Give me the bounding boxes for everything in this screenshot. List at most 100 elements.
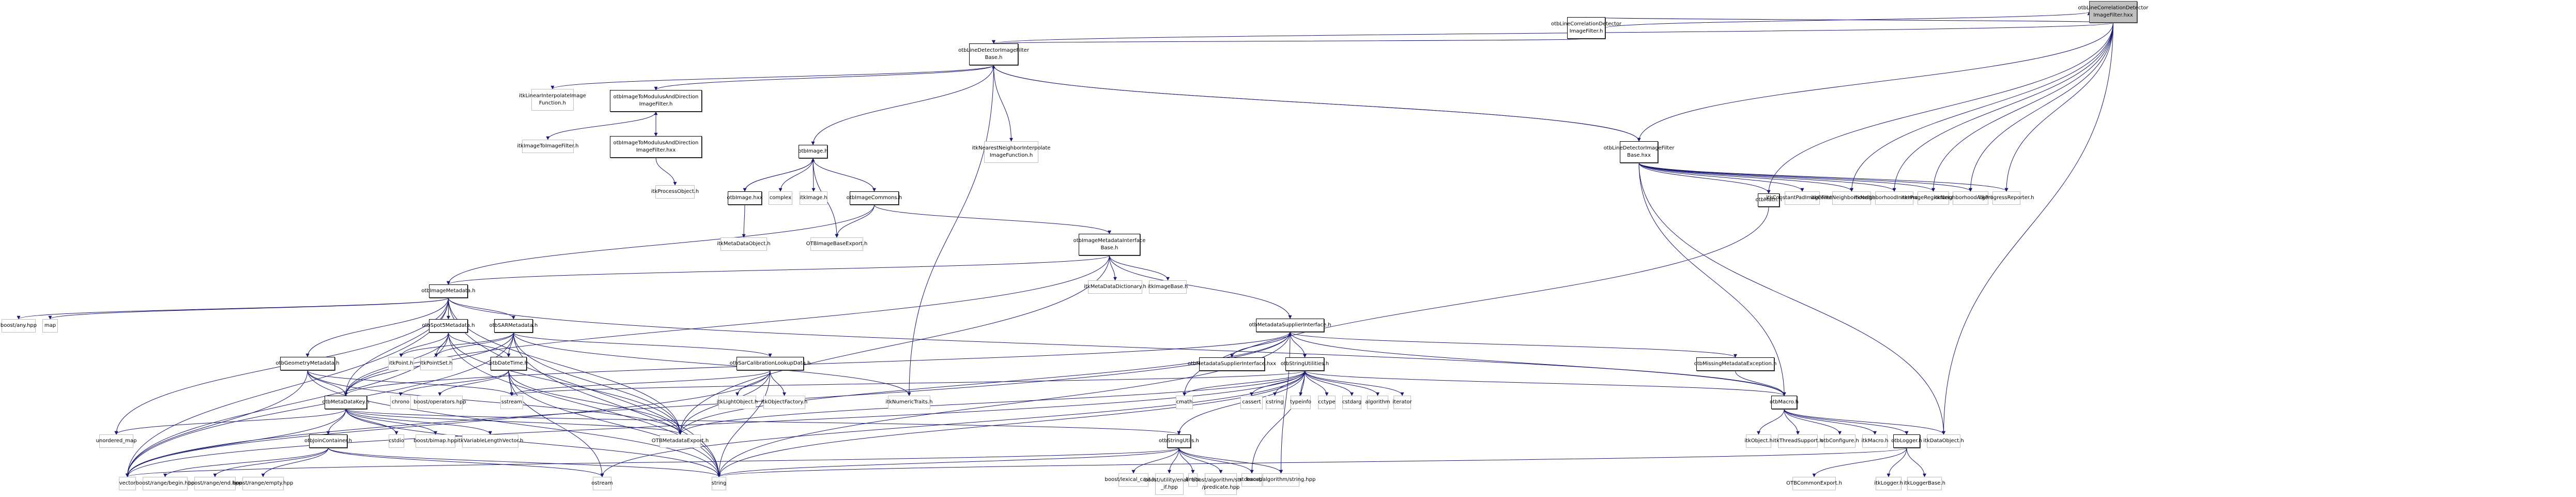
edge-dateTime-to-OTBMetaExp [508,370,682,435]
graph-node-otbmetadatasupplierinterface-hxx[interactable]: otbMetadataSupplierInterface.hxx [1188,357,1276,371]
edge-sar-to-itkPoint [399,332,514,357]
graph-node-itkloggerbase-h: itkLoggerBase.h [1904,477,1945,490]
edge-ldb_h-to-itkNNInterp [993,65,1013,142]
graph-node-boost-algorithm-string-predicate-hpp: boost/algorithm/string /predicate.hpp [1192,473,1250,495]
graph-node-otbimage-h[interactable]: otbImage.h [798,145,828,158]
edge-ldb_hxx-to-itkDataObj [1638,162,1945,435]
edge-strUtils-to-vector [126,447,1179,477]
graph-node-itkdataobject-h: itkDataObject.h [1923,434,1964,448]
graph-node-otbgeometrymetadata-h[interactable]: otbGeometryMetadata.h [275,357,340,370]
edge-root-to-ldb_hxx [1637,22,2113,142]
graph-node-limits: limits [1186,473,1200,487]
graph-node-itkpointset-h: itkPointSet.h [420,357,453,370]
edge-ldb_hxx-to-itkPR [1638,162,2008,192]
edge-otbMacro-to-otbConfig [1784,409,1842,435]
graph-node-otbimagemetadata-h[interactable]: otbImageMetadata.h [421,284,476,298]
graph-node-otbspot5metadata-h[interactable]: otbSpot5Metadata.h [422,319,475,333]
graph-node-cctype: cctype [1318,396,1336,409]
graph-node-vector: vector [119,477,136,490]
edge-strUtil-to-otbMacro [1305,370,1786,396]
graph-node-otbmetadatakey-h[interactable]: otbMetaDataKey.h [322,396,370,409]
graph-node-otbimagecommons-h[interactable]: otbImageCommons.h [847,191,902,205]
edge-otbMacro-to-itkThread [1784,409,1800,435]
edge-root-to-otbMath [1767,22,2113,194]
graph-node-cstring: cstring [1266,396,1284,409]
edge-itmd_h-to-itkI2I [546,111,656,140]
edge-mdsi-to-boostAlgStr [1279,332,1291,474]
graph-node-otbstringutils-h[interactable]: otbStringUtils.h [1159,434,1199,448]
graph-node-sstream: sstream [500,396,523,409]
graph-node-boost-utility-enable-if-hpp: boost/utility/enable _if.hpp [1144,473,1194,495]
edge-ldb_hxx-to-itkConstPad [1638,162,1804,192]
edge-lcd_h-to-root [1605,11,2091,28]
graph-node-itkneighborhoodinnerproduct-h: itkNeighborhoodInnerProduct.h [1854,191,1935,205]
edge-otbLogger-to-itkLoggerBase [1906,447,1926,477]
graph-node-otblinecorrelationdetectorimagefilter-h[interactable]: otbLineCorrelationDetector ImageFilter.h [1551,17,1621,39]
edge-strUtil-to-cstdarg [1305,370,1354,396]
graph-node-itkvariablelengthvector-h: itkVariableLengthVector.h [457,434,523,448]
graph-node-itkconstantpadimagefilter-h: itkConstantPadImageFilter.h [1766,191,1838,205]
graph-node-otbdatetime-h[interactable]: otbDateTime.h [489,357,528,370]
edge-lcd_h-to-ldb_h [992,38,1587,44]
edge-sar-to-sarCal [513,332,772,357]
edge-joinCont-to-brEmpty [261,447,329,477]
edge-mdKey-to-vector [126,409,346,477]
edge-otbLogger-to-otbCommonExp [1812,447,1907,477]
edge-ldb_h-to-itmd_h [654,65,994,91]
edge-sar-to-itkNumTr [513,332,911,396]
graph-node-complex: complex [769,191,792,205]
edge-strUtil-to-sstream [510,370,1305,396]
graph-node-otbimagebaseexport-h: OTBImageBaseExport.h [806,237,867,251]
graph-node-otbimagemetadatainterfacebase-h[interactable]: otbImageMetadataInterface Base.h [1074,234,1145,255]
graph-node-otbimage-hxx[interactable]: otbImage.hxx [727,191,763,205]
graph-node-otblogger-h[interactable]: otbLogger.h [1891,434,1922,448]
graph-node-otblinedetectorimagefilterbase-hxx[interactable]: otbLineDetectorImageFilter Base.hxx [1604,141,1674,163]
graph-node-cstdio: cstdio [389,434,404,448]
graph-node-itkneighborhoodalgorithm-h: itkNeighborhoodAlgorithm.h [1934,191,2007,205]
graph-node-otbsarmetadata-h[interactable]: otbSARMetadata.h [489,319,538,333]
edge-root-to-itkIRI [1931,22,2113,192]
graph-node-otbstringutilities-h[interactable]: otbStringUtilities.h [1281,357,1329,371]
edge-imiBase-to-itkImageBase [1109,255,1170,281]
graph-node-otbjoincontainer-h[interactable]: otbJoinContainer.h [304,434,352,448]
edge-ldb_h-to-itkLinInterp [550,65,994,89]
edge-sarCal-to-sstream [510,370,771,396]
edge-otbImage_hxx-to-otbImage_h [744,158,815,192]
edge-otbMacro-to-otbLogger [1784,409,1909,435]
graph-node-otbmissingmetadataexception-h[interactable]: otbMissingMetadataException.h [1694,357,1776,371]
edge-imgMeta-to-boostAny [17,297,449,320]
graph-node-boost-operators-hpp: boost/operators.hpp [413,396,466,409]
graph-node-otbimagetomodulusanddirectionimagefilter-h[interactable]: otbImageToModulusAndDirection ImageFilte… [610,90,702,112]
edge-mdKey-to-string [345,409,721,477]
edge-ldb_h-to-otbImage_h [811,65,994,145]
graph-node-itknearestneighborinterpolateimagefunction-h: itkNearestNeighborInterpolate ImageFunct… [972,141,1051,163]
graph-node-otbimagetomodulusanddirectionimagefilter-hxx[interactable]: otbImageToModulusAndDirection ImageFilte… [610,136,702,158]
edge-imiBase-to-imgMeta [447,255,1110,285]
graph-node-otbmacro-h[interactable]: otbMacro.h [1770,396,1799,409]
edge-imiBase-to-OTBMetaExp [678,255,1110,435]
graph-node-cmath: cmath [1176,396,1193,409]
edge-strUtil-to-ostream [600,370,1305,477]
edge-ldb_hxx-to-otbMath [1638,162,1771,194]
edge-joinCont-to-brBegin [163,447,329,477]
graph-node-otbmetadatasupplierinterface-h[interactable]: otbMetadataSupplierInterface.h [1249,319,1331,332]
graph-node-itknumerictraits-h: itkNumericTraits.h [886,396,932,409]
graph-node-otblinedetectorimagefilterbase-h[interactable]: otbLineDetectorImageFilter Base.h [958,43,1029,65]
graph-node-itkobject-h: itkObject.h [1744,434,1773,448]
edge-root-to-itkCNI [1850,22,2113,192]
graph-node-unordered-map: unordered_map [96,434,136,448]
edge-strUtils-to-boostPred [1178,447,1223,474]
graph-node-boost-range-end-hpp: boost/range/end.hpp [188,477,242,490]
graph-node-itkconstneighborhooditerator-h: itkConstNeighborhoodIterator.h [1811,191,1892,205]
graph-node-otbsarcalibrationlookupdata-h[interactable]: otbSarCalibrationLookupData.h [730,357,810,370]
graph-node-itkprocessobject-h: itkProcessObject.h [651,185,699,199]
edge-imgMeta-to-geom [305,297,449,357]
graph-node-otblinecorrelationdetectorimagefilter-hxx[interactable]: otbLineCorrelationDetector ImageFilter.h… [2078,1,2148,23]
graph-node-otbmetadataexport-h: OTBMetadataExport.h [652,434,709,448]
graph-node-itkimage-h: itkImage.h [800,191,827,205]
edge-sar-to-OTBMetaExp [513,332,682,435]
graph-node-otbmath-h[interactable]: otbMath.h [1756,193,1782,207]
edge-sarCal-to-itkObjFac [770,370,786,396]
edge-sar-to-itkPointSet [434,332,514,357]
